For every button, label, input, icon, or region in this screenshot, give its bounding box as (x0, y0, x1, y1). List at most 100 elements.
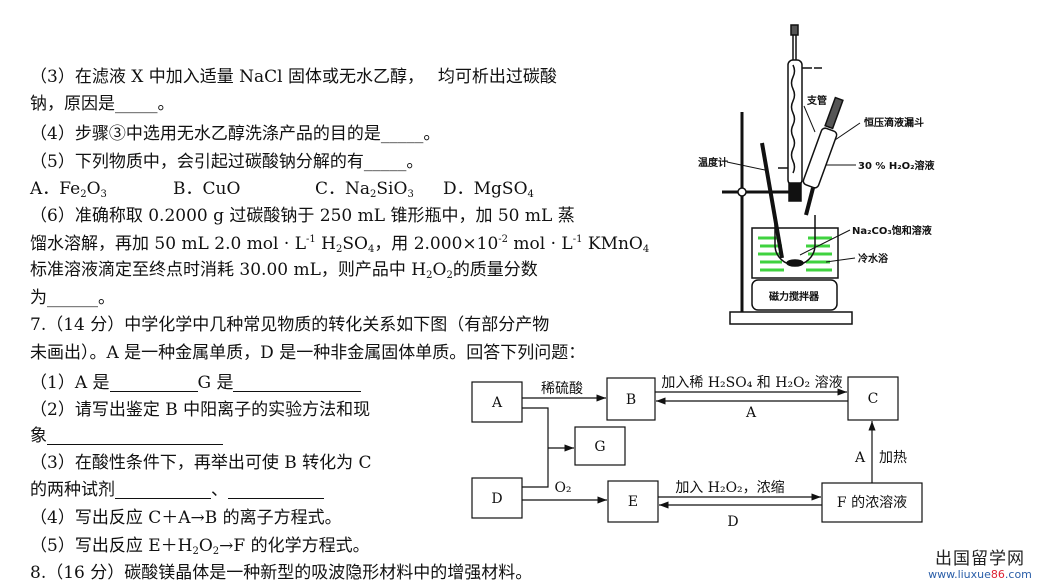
supscript: -1 (572, 234, 583, 245)
box-c (847, 376, 899, 421)
box-f-label: F 的浓溶液 (837, 495, 907, 511)
label-h2o2: 30 % H₂O₂溶液 (858, 159, 935, 172)
text-segment: SO (342, 234, 368, 254)
connector-a-d (522, 407, 549, 488)
text-segment: （3）在滤液 X 中加入适量 NaCl 固体或无水乙醇， 均可析出过碳酸 (30, 67, 557, 87)
option-a: A．Fe2O3 (30, 179, 107, 200)
box-e (607, 480, 659, 523)
label-e-f: 加入 H₂O₂，浓缩 (675, 480, 784, 496)
text-segment: 钠，原因是 (30, 94, 115, 114)
subscript: 2 (192, 546, 199, 557)
label-na2co3: Na₂CO₃饱和溶液 (852, 224, 932, 237)
text-segment: 的质量分数 (452, 260, 538, 280)
box-b (606, 377, 656, 421)
box-f (821, 482, 923, 523)
watermark-logo: 出国留学网 www.liuxue86.com (915, 550, 1045, 581)
box-c-label: C (868, 391, 879, 407)
text-segment: KMnO (582, 234, 643, 254)
apparatus-figure: 支管 恒压滴液漏斗 温度计 30 % H₂O₂溶液 Na₂CO₃饱和溶液 冷水浴… (698, 24, 935, 325)
text-line: （3）在酸性条件下，再举出可使 B 转化为 C (30, 452, 372, 474)
text-segment: （2）请写出鉴定 B 中阳离子的实验方法和现 (30, 400, 371, 420)
text-line: 为______。 (30, 287, 115, 309)
text-segment: 、 (211, 480, 228, 500)
box-d-label: D (491, 491, 502, 507)
text-segment: （5）下列物质中，会引起过碳酸钠分解的有 (30, 152, 364, 172)
text-segment: _____ (115, 94, 158, 114)
text-segment: _____ (363, 152, 407, 172)
stirrer-box (751, 279, 838, 311)
subscript: 4 (367, 244, 375, 255)
box-a (471, 381, 523, 423)
box-b-label: B (626, 392, 636, 408)
box-g (574, 426, 626, 466)
text-segment: →F 的化学方程式。 (219, 536, 370, 556)
text-segment: 。 (423, 124, 441, 144)
subscript: 2 (426, 270, 433, 281)
label-a-b: 稀硫酸 (541, 381, 583, 397)
text-segment: （1）A 是 (30, 373, 110, 393)
text-segment: 。 (157, 94, 175, 114)
text-line: （3）在滤液 X 中加入适量 NaCl 固体或无水乙醇， 均可析出过碳酸 (30, 66, 557, 88)
text-segment: H (315, 234, 336, 254)
text-segment: mol · L (508, 234, 573, 254)
text-line: 钠，原因是_____。 (30, 93, 175, 115)
thermometer (760, 142, 784, 259)
text-line: （2）请写出鉴定 B 中阳离子的实验方法和现 (30, 399, 370, 421)
label-funnel: 恒压滴液漏斗 (864, 116, 924, 129)
text-segment: 馏水溶解，再加 50 mL 2.0 mol · L (30, 234, 306, 254)
text-segment: 7.（14 分）中学化学中几种常见物质的转化关系如下图（有部分产物 (30, 315, 550, 335)
box-a-label: A (491, 395, 503, 411)
text-line: （1）A 是 G 是 (30, 372, 362, 394)
text-line: （5）写出反应 E＋H2O2→F 的化学方程式。 (30, 535, 370, 557)
label-thermometer: 温度计 (698, 156, 728, 169)
label-stirrer: 磁力搅拌器 (769, 290, 820, 303)
text-line: （4）步骤③中选用无水乙醇洗涤产品的目的是_____。 (30, 123, 440, 145)
stand-base (729, 311, 853, 325)
text-segment: 为 (30, 288, 47, 308)
box-d (471, 477, 523, 519)
text-segment: _____ (380, 124, 424, 144)
label-d-e: O₂ (554, 480, 571, 496)
text-segment: ______ (47, 288, 98, 308)
watermark-url: www.liuxue86.com (928, 568, 1032, 581)
subscript: 2 (335, 244, 343, 255)
text-segment: （4）写出反应 C＋A→B 的离子方程式。 (30, 508, 342, 528)
box-g-label: G (594, 439, 605, 455)
text-line: 标准溶液滴定至终点时消耗 30.00 mL，则产品中 H2O2的质量分数 (30, 259, 538, 281)
label-branch-tube: 支管 (806, 94, 827, 107)
label-b-c: 加入稀 H₂SO₄ 和 H₂O₂ 溶液 (661, 375, 842, 391)
supscript: -1 (305, 234, 316, 245)
text-segment: （6）准确称取 0.2000 g 过碳酸钠于 250 mL 锥形瓶中，加 50 … (30, 206, 575, 226)
text-segment: 。 (406, 152, 424, 172)
text-line: （4）写出反应 C＋A→B 的离子方程式。 (30, 507, 342, 529)
text-line: 馏水溶解，再加 50 mL 2.0 mol · L-1 H2SO4，用 2.00… (30, 233, 649, 255)
text-segment: O (432, 260, 447, 280)
text-line: （6）准确称取 0.2000 g 过碳酸钠于 250 mL 锥形瓶中，加 50 … (30, 205, 575, 227)
label-f-c-condition: 加热 (879, 450, 907, 466)
text-segment: 未画出）。A 是一种金属单质，D 是一种非金属固体单质。回答下列问题： (30, 343, 586, 363)
label-bath: 冷水浴 (858, 252, 889, 265)
option-c: C．Na2SiO3 (315, 179, 414, 200)
subscript: 4 (642, 244, 650, 255)
text-segment: O (198, 536, 213, 556)
text-segment: 。 (98, 288, 115, 308)
text-segment: （5）写出反应 E＋H (30, 536, 193, 556)
watermark-name: 出国留学网 (935, 549, 1025, 569)
label-f-c-reagent: A (854, 450, 866, 466)
water-bath (751, 227, 839, 279)
subscript: 2 (212, 546, 220, 557)
text-line: 7.（14 分）中学化学中几种常见物质的转化关系如下图（有部分产物 (30, 314, 549, 336)
option-b: B．CuO (173, 179, 241, 199)
text-line: 象 (30, 425, 223, 447)
text-segment: 8.（16 分）碳酸镁晶体是一种新型的吸波隐形材料中的增强材料。 (30, 563, 533, 583)
text-segment: （4）步骤③中选用无水乙醇洗涤产品的目的是 (30, 124, 381, 144)
text-segment: ，用 2.000×10 (374, 234, 499, 254)
label-f-e: D (727, 514, 738, 530)
answer-blank (47, 427, 223, 445)
text-segment: G 是 (197, 373, 234, 393)
text-line: 未画出）。A 是一种金属单质，D 是一种非金属固体单质。回答下列问题： (30, 342, 585, 364)
option-d: D．MgSO4 (443, 179, 534, 200)
supscript: -2 (498, 234, 509, 245)
text-segment: 的两种试剂 (30, 480, 115, 500)
